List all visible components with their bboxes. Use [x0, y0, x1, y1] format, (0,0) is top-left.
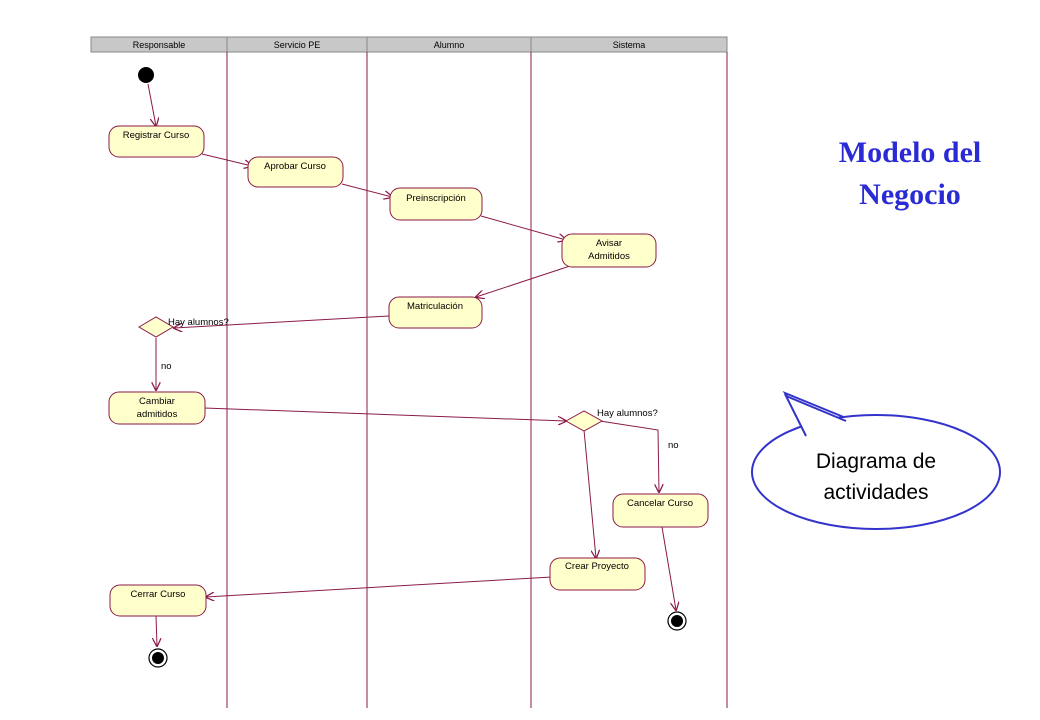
transitions: [147, 83, 676, 646]
activity-label: Registrar Curso: [123, 130, 190, 141]
activity-label: Matriculación: [407, 301, 463, 312]
activity-label: Avisar: [596, 238, 622, 249]
activity-crear-proyecto: Crear Proyecto: [549, 557, 646, 591]
lane-label-servicio-pe: Servicio PE: [274, 40, 321, 50]
activity-label: Cambiar: [139, 396, 175, 407]
activity-matriculacion: Matriculación: [388, 296, 483, 329]
activity-cerrar-curso: Cerrar Curso: [109, 584, 207, 617]
activity-label: Aprobar Curso: [264, 161, 326, 172]
activity-avisar-admitidos: Avisar Admitidos: [561, 233, 657, 268]
callout-line-2: actividades: [823, 481, 928, 504]
swimlane-dividers: [226, 52, 728, 708]
lane-label-sistema: Sistema: [613, 40, 646, 50]
end-node-2: [148, 648, 168, 668]
activity-label: Preinscripción: [406, 193, 466, 204]
activity-label: Cerrar Curso: [131, 589, 186, 600]
activity-label: admitidos: [137, 409, 178, 420]
activity-registrar-curso: Registrar Curso: [108, 125, 205, 158]
activity-preinscripcion: Preinscripción: [389, 187, 483, 221]
start-node: [138, 67, 154, 83]
end-node-1: [667, 611, 687, 631]
title-line-2: Negocio: [859, 178, 961, 211]
activity-label: Crear Proyecto: [565, 561, 629, 572]
lane-label-alumno: Alumno: [434, 40, 465, 50]
decision-label: Hay alumnos?: [168, 317, 229, 328]
lane-label-responsable: Responsable: [133, 40, 186, 50]
swimlane-header: Responsable Servicio PE Alumno Sistema: [90, 36, 728, 53]
callout-bubble: Diagrama de actividades: [751, 390, 1001, 530]
page-title: Modelo del Negocio: [800, 132, 1020, 216]
activity-label: Admitidos: [588, 251, 630, 262]
guard-no-2: no: [668, 440, 679, 451]
decision-hay-alumnos-1: Hay alumnos?: [138, 316, 229, 338]
activity-cancelar-curso: Cancelar Curso: [612, 493, 709, 528]
activity-aprobar-curso: Aprobar Curso: [247, 156, 344, 188]
decision-label: Hay alumnos?: [597, 408, 658, 419]
title-line-1: Modelo del: [838, 136, 982, 169]
callout-line-1: Diagrama de: [816, 450, 936, 473]
activity-cambiar-admitidos: Cambiar admitidos: [108, 391, 206, 425]
activity-label: Cancelar Curso: [627, 498, 693, 509]
guard-no-1: no: [161, 361, 172, 372]
decision-hay-alumnos-2: Hay alumnos?: [564, 408, 658, 432]
